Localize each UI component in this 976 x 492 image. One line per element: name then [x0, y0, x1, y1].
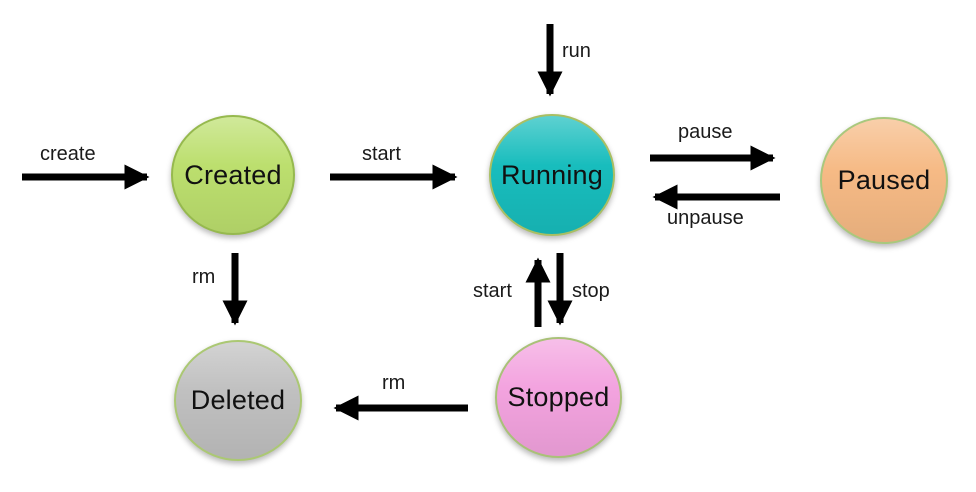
node-running-label: Running [501, 159, 603, 190]
edge-run-label: run [562, 40, 591, 62]
edge-start-up-label: start [473, 280, 512, 302]
edge-rm-left-label: rm [192, 266, 216, 288]
node-deleted: Deleted [174, 340, 302, 461]
edge-rm-bottom-label: rm [382, 372, 406, 394]
edge-stop-label: stop [572, 280, 610, 302]
node-running: Running [489, 114, 615, 236]
edge-create-label: create [40, 143, 96, 165]
node-stopped: Stopped [495, 337, 622, 458]
node-paused-label: Paused [837, 165, 931, 195]
node-deleted-label: Deleted [190, 385, 286, 415]
edge-start-top-label: start [362, 143, 401, 165]
node-created: Created [171, 115, 295, 235]
edge-pause-label: pause [678, 121, 733, 143]
edge-unpause-label: unpause [667, 207, 744, 229]
node-stopped-label: Stopped [507, 382, 610, 412]
node-paused: Paused [820, 117, 948, 244]
node-created-label: Created [184, 159, 282, 190]
